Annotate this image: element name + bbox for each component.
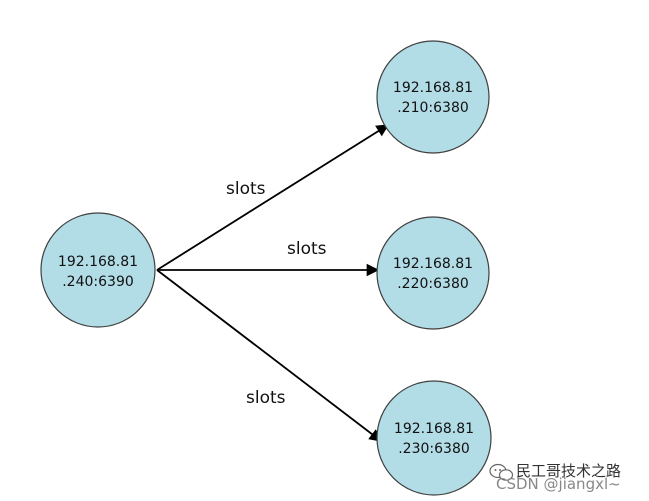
edge-to-node-230: [156, 269, 383, 442]
target-node-230-port: .230:6380: [398, 441, 470, 457]
edge-label-top: slots: [226, 179, 266, 199]
source-node-port: .240:6390: [62, 274, 134, 290]
edge-label-middle: slots: [287, 239, 327, 259]
edge-label-bottom: slots: [246, 388, 286, 408]
target-node-210-port: .210:6380: [397, 100, 469, 116]
watermark-brand: 民工哥技术之路: [516, 462, 621, 480]
edge-to-node-210: [156, 124, 390, 271]
watermark: 民工哥技术之路 CSDN @jiangxl~: [489, 462, 621, 493]
target-node-210: 192.168.81 .210:6380: [376, 40, 490, 154]
target-node-230: 192.168.81 .230:6380: [376, 380, 492, 496]
target-node-220-ip: 192.168.81: [393, 256, 473, 272]
target-node-230-ip: 192.168.81: [394, 421, 474, 437]
source-node: 192.168.81 .240:6390: [40, 212, 156, 328]
target-node-210-ip: 192.168.81: [393, 80, 473, 96]
wechat-icon: [489, 463, 514, 481]
target-node-220: 192.168.81 .220:6380: [376, 216, 490, 330]
source-node-ip: 192.168.81: [58, 254, 138, 270]
watermark-site: CSDN @jiangxl~: [496, 475, 621, 493]
target-node-220-port: .220:6380: [397, 276, 469, 292]
